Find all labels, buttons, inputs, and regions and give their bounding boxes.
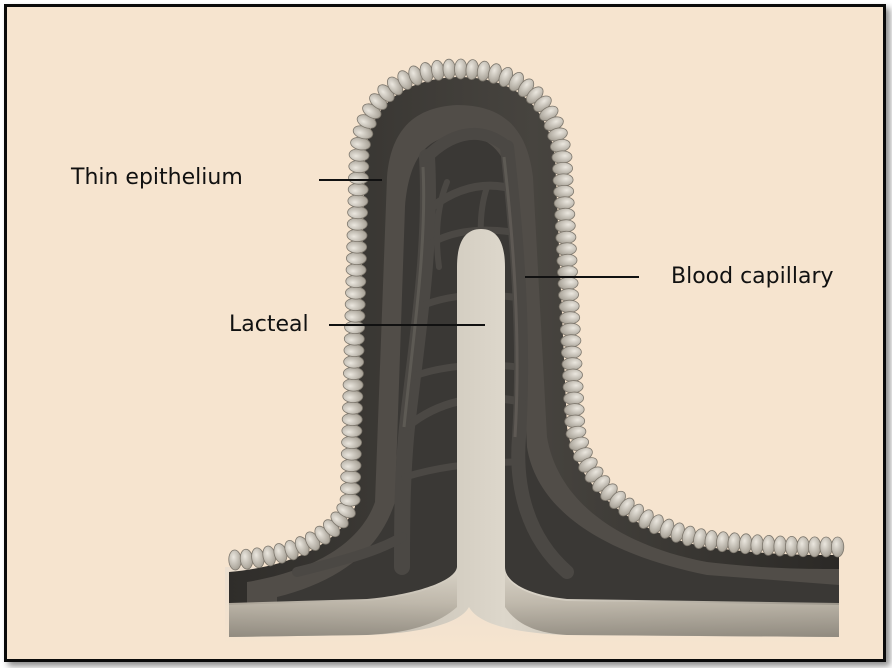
epithelium-cell	[442, 58, 456, 80]
epithelium-cell	[563, 403, 585, 417]
epithelium-cell	[784, 536, 799, 557]
epithelium-cell	[551, 150, 573, 164]
epithelium-cell	[346, 251, 367, 266]
epithelium-cell	[465, 59, 479, 80]
epithelium-cell	[559, 311, 581, 325]
epithelium-cell	[346, 217, 368, 231]
epithelium-cell	[761, 535, 776, 556]
epithelium-cell	[341, 424, 363, 438]
epithelium-cell	[340, 458, 362, 473]
epithelium-cell	[552, 161, 573, 176]
epithelium-cell	[796, 536, 810, 558]
label-thin-epithelium: Thin epithelium	[71, 165, 243, 190]
epithelium-cell	[342, 378, 364, 392]
epithelium-cell	[345, 274, 367, 289]
diagram-frame: Thin epithelium Blood capillary Lacteal	[4, 4, 886, 662]
epithelium-cell	[830, 536, 845, 558]
epithelium-cell	[343, 366, 364, 381]
epithelium-cell	[344, 320, 365, 335]
base-vessel-left	[229, 569, 457, 637]
epithelium-cell	[561, 357, 583, 371]
epithelium-cell	[343, 343, 365, 358]
epithelium-cell	[556, 253, 578, 268]
epithelium-cells	[228, 58, 845, 571]
epithelium-cell	[346, 240, 368, 254]
epithelium-cell	[773, 535, 787, 557]
epithelium-cell	[560, 334, 582, 348]
epithelium-cell	[554, 207, 576, 222]
epithelium-cell	[348, 171, 369, 185]
epithelium-cell	[454, 58, 468, 80]
epithelium-cell	[562, 380, 584, 394]
epithelium-cell	[343, 332, 365, 346]
epithelium-cell	[347, 205, 368, 220]
epithelium-cell	[347, 194, 369, 208]
epithelium-cell	[557, 276, 579, 291]
epithelium-cell	[345, 263, 367, 277]
epithelium-cell	[738, 533, 753, 555]
epithelium-cell	[341, 412, 363, 427]
base-vessel-right	[505, 569, 839, 637]
villus-inner-layer	[247, 105, 839, 607]
epithelium-cell	[750, 534, 764, 556]
epithelium-cell	[558, 299, 580, 314]
epithelium-cell	[342, 389, 364, 404]
epithelium-cell	[342, 401, 363, 415]
epithelium-cell	[344, 297, 366, 312]
villus-core	[277, 135, 839, 607]
epithelium-cell	[348, 159, 370, 174]
epithelium-cell	[339, 493, 361, 507]
epithelium-cell	[556, 242, 577, 256]
epithelium-cell	[562, 368, 583, 382]
label-blood-capillary: Blood capillary	[671, 264, 834, 289]
epithelium-cell	[819, 536, 833, 558]
label-lacteal: Lacteal	[229, 312, 309, 337]
epithelium-cell	[340, 470, 362, 484]
epithelium-cell	[340, 447, 362, 461]
epithelium-cell	[343, 355, 365, 369]
epithelium-cell	[341, 435, 362, 450]
epithelium-cell	[558, 288, 579, 302]
epithelium-cell	[553, 196, 575, 210]
epithelium-cell	[561, 345, 582, 360]
epithelium-cell	[347, 182, 369, 197]
epithelium-cell	[553, 184, 575, 199]
epithelium-cell	[340, 481, 361, 496]
epithelium-cell	[346, 228, 368, 243]
epithelium-cell	[807, 536, 822, 558]
epithelium-cell	[555, 230, 577, 245]
epithelium-cell	[344, 309, 366, 323]
epithelium-cell	[554, 219, 576, 233]
villus-illustration	[225, 58, 845, 647]
epithelium-cell	[552, 173, 574, 187]
epithelium-cell	[563, 391, 584, 405]
epithelium-cell	[564, 414, 586, 428]
epithelium-cell	[559, 322, 581, 337]
epithelium-cell	[345, 286, 366, 300]
